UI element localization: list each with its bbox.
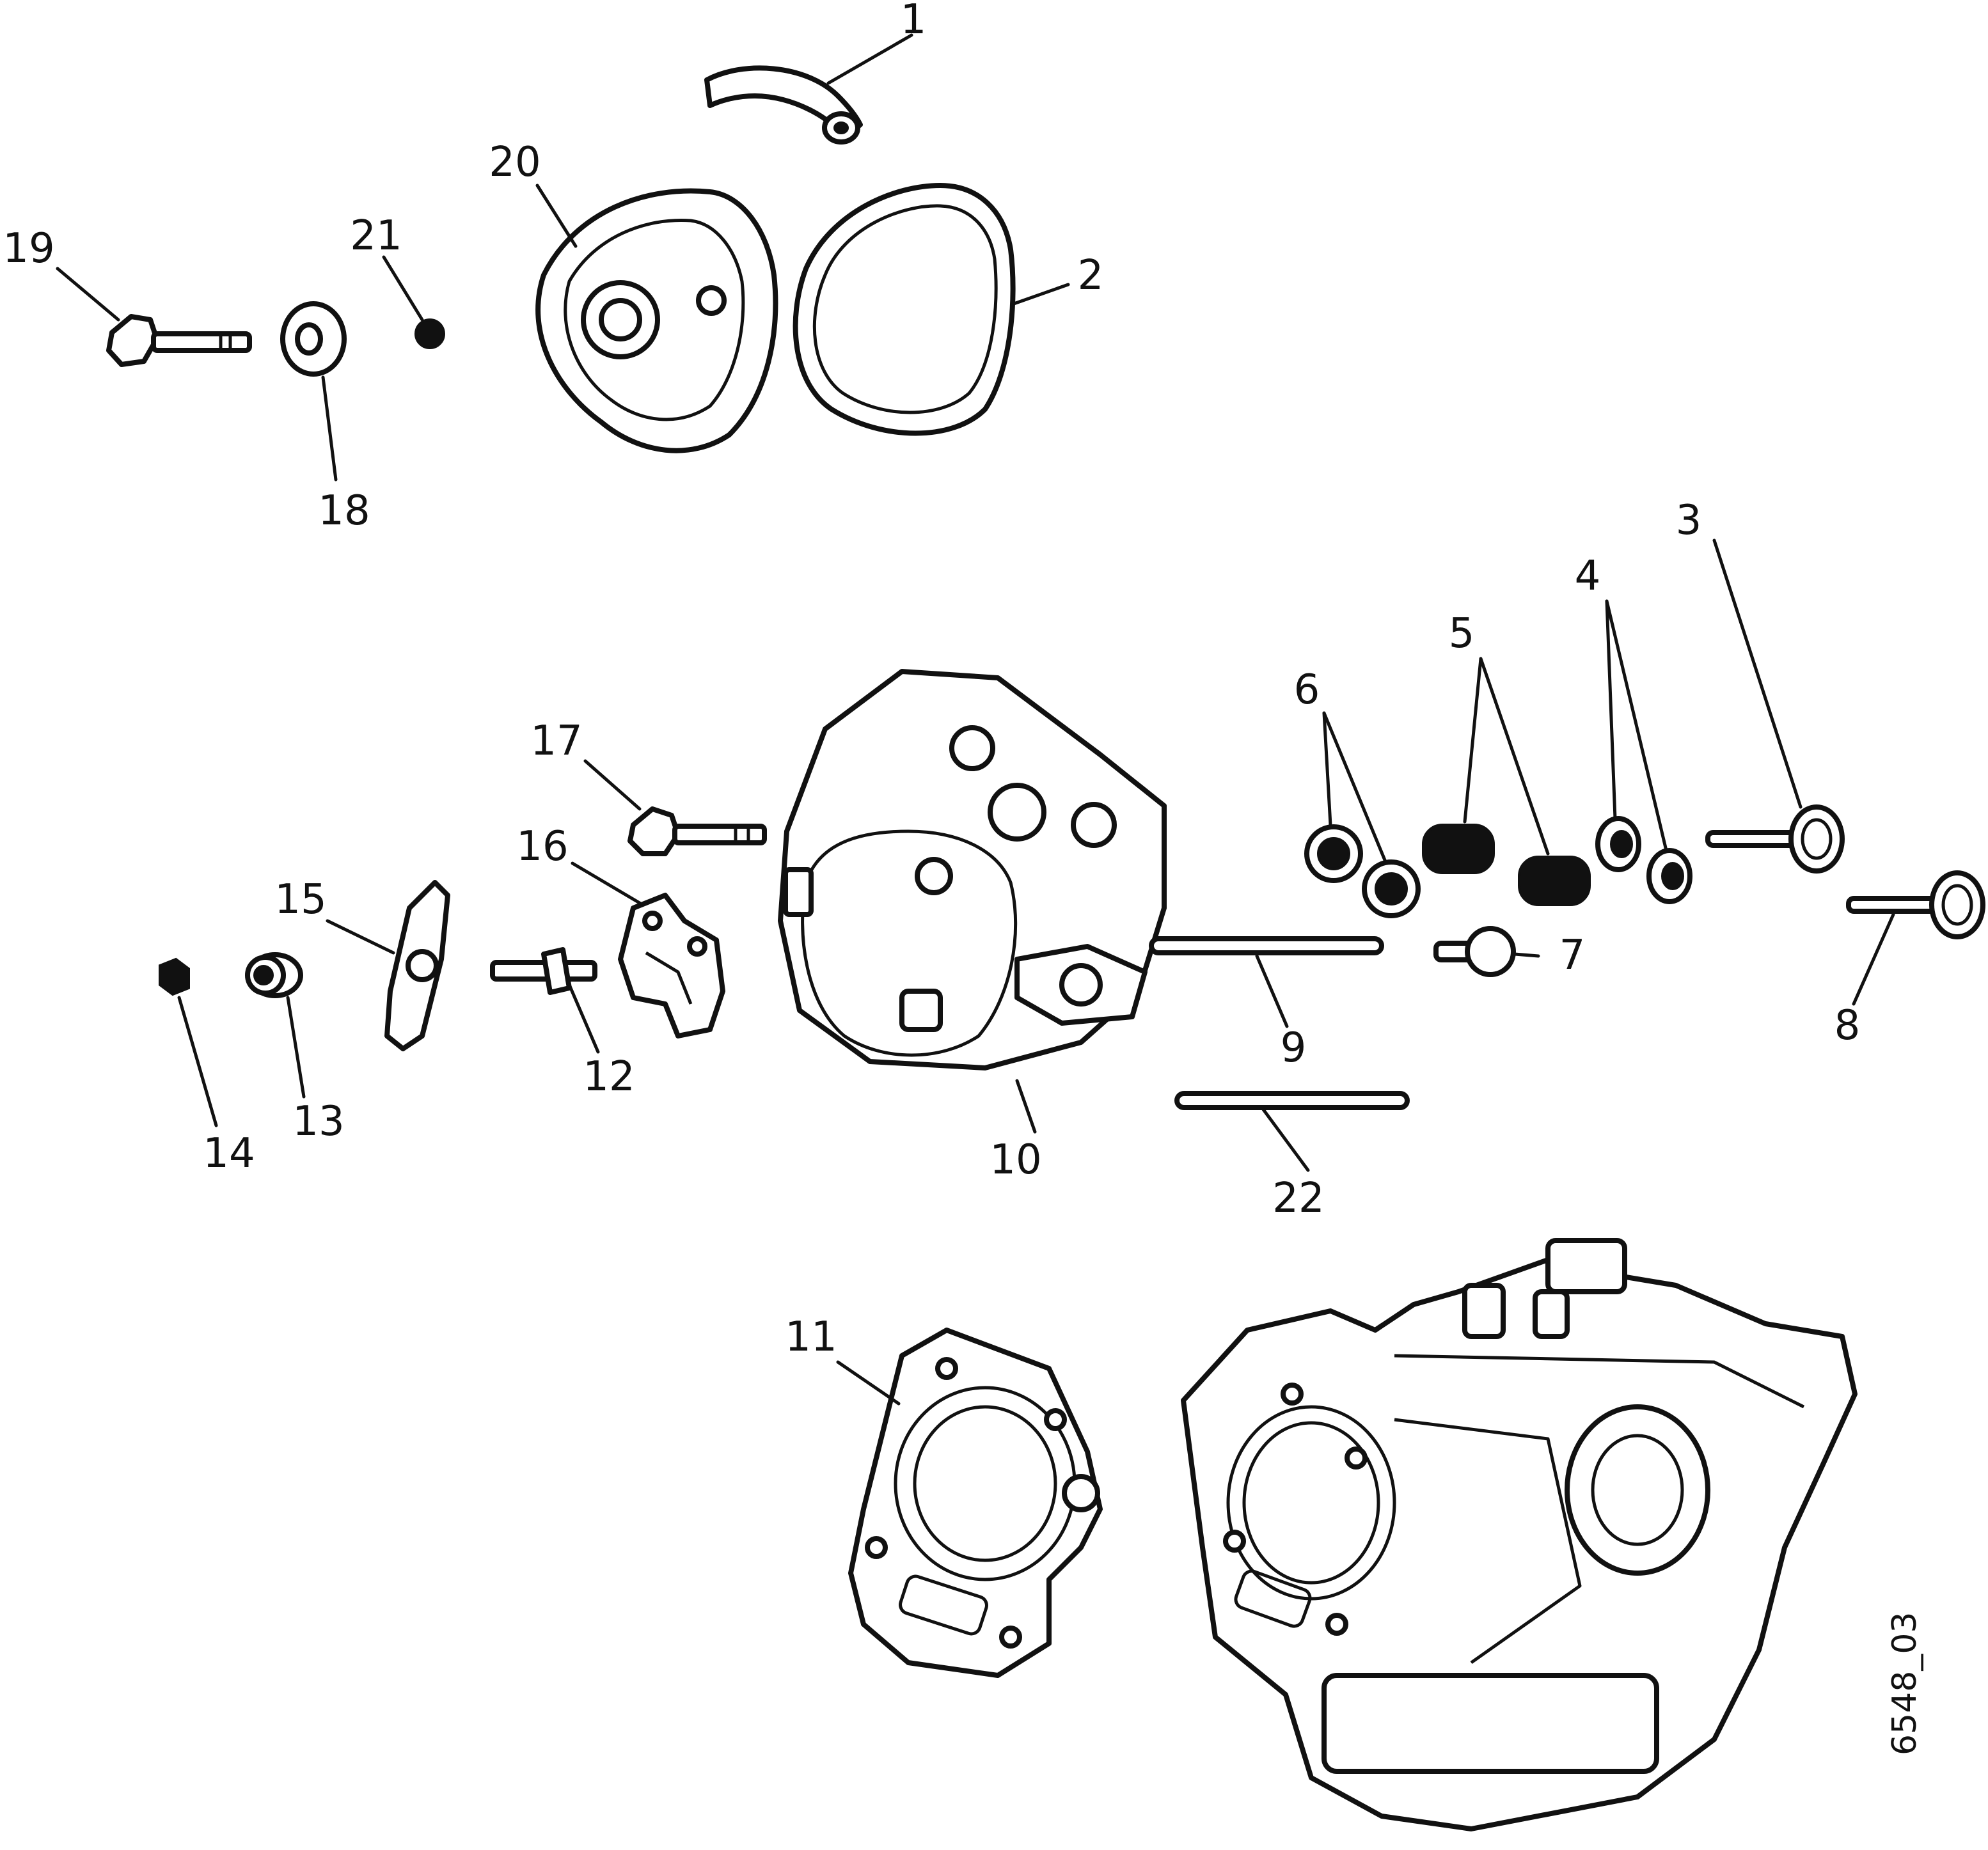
callout-19: 19 (3, 225, 54, 272)
part-cylinder-head (778, 669, 1167, 1070)
callout-9: 9 (1281, 1024, 1307, 1072)
leader-5a (1463, 657, 1483, 824)
leader-2 (1012, 283, 1070, 306)
leader-4a (1605, 599, 1617, 820)
leader-5b (1479, 657, 1550, 856)
callout-22: 22 (1272, 1175, 1324, 1222)
part-breather-hose (704, 65, 863, 145)
leader-18 (321, 375, 338, 482)
callout-11: 11 (785, 1313, 837, 1361)
part-spring-retainers (1595, 816, 1692, 904)
leader-8 (1852, 913, 1895, 1006)
callout-15: 15 (274, 876, 326, 923)
part-engine-block (1181, 1238, 1858, 1831)
leader-15 (326, 919, 395, 955)
callout-18: 18 (318, 487, 370, 535)
part-rocker-arm (384, 880, 450, 1051)
leader-21 (382, 255, 424, 322)
leader-10 (1015, 1079, 1037, 1134)
callout-1: 1 (901, 0, 927, 43)
part-washer (280, 301, 347, 377)
part-valve-stem-seals (1304, 824, 1421, 918)
leader-13 (286, 996, 306, 1099)
callout-8: 8 (1834, 1002, 1861, 1049)
callout-13: 13 (292, 1098, 344, 1145)
leader-4b (1605, 599, 1668, 852)
callout-16: 16 (516, 823, 568, 870)
part-valve-cover-gasket (793, 183, 1016, 436)
leader-19 (56, 267, 120, 322)
leader-6b (1322, 711, 1387, 862)
leader-16 (571, 861, 645, 907)
leader-12 (567, 983, 600, 1054)
leader-22 (1261, 1108, 1310, 1172)
callout-6: 6 (1294, 666, 1320, 714)
leader-6a (1322, 711, 1332, 827)
leader-9 (1255, 954, 1289, 1028)
leader-7 (1513, 952, 1540, 958)
drawing-id: 6548_03 (1886, 1611, 1924, 1755)
callout-5: 5 (1449, 610, 1475, 657)
leader-14 (177, 996, 218, 1127)
part-head-gasket (848, 1328, 1103, 1678)
part-exhaust-valve (1846, 870, 1985, 939)
leader-17 (583, 759, 642, 811)
leader-lines (56, 33, 1895, 1406)
callout-17: 17 (530, 717, 582, 765)
callout-2: 2 (1078, 252, 1104, 299)
part-pivot (245, 952, 303, 998)
leader-3 (1712, 538, 1803, 809)
callout-21: 21 (350, 212, 402, 260)
callout-labels: 1 2 3 4 5 6 7 8 9 10 11 12 13 14 15 16 1… (3, 0, 1860, 1361)
part-rocker-stud (490, 947, 597, 995)
part-flange-bolt-top (106, 314, 252, 367)
callout-10: 10 (990, 1136, 1041, 1184)
callout-7: 7 (1559, 932, 1586, 979)
part-valve-springs (1422, 824, 1591, 906)
part-valve-cap (1433, 926, 1516, 977)
callout-20: 20 (489, 139, 540, 186)
callout-12: 12 (583, 1053, 635, 1101)
part-adjust-nut (159, 957, 190, 996)
callout-4: 4 (1575, 553, 1601, 600)
part-intake-valve (1705, 804, 1845, 874)
part-push-rod-upper (1149, 936, 1384, 955)
part-plug (414, 318, 445, 349)
part-guide-plate (618, 893, 725, 1039)
part-valve-cover (535, 188, 778, 453)
callout-3: 3 (1676, 497, 1702, 544)
leader-1 (826, 33, 913, 85)
part-flange-bolt-head (627, 806, 767, 856)
callout-14: 14 (203, 1130, 255, 1177)
part-push-rod-lower (1174, 1091, 1410, 1110)
leader-20 (535, 184, 578, 248)
leader-11 (836, 1360, 901, 1406)
